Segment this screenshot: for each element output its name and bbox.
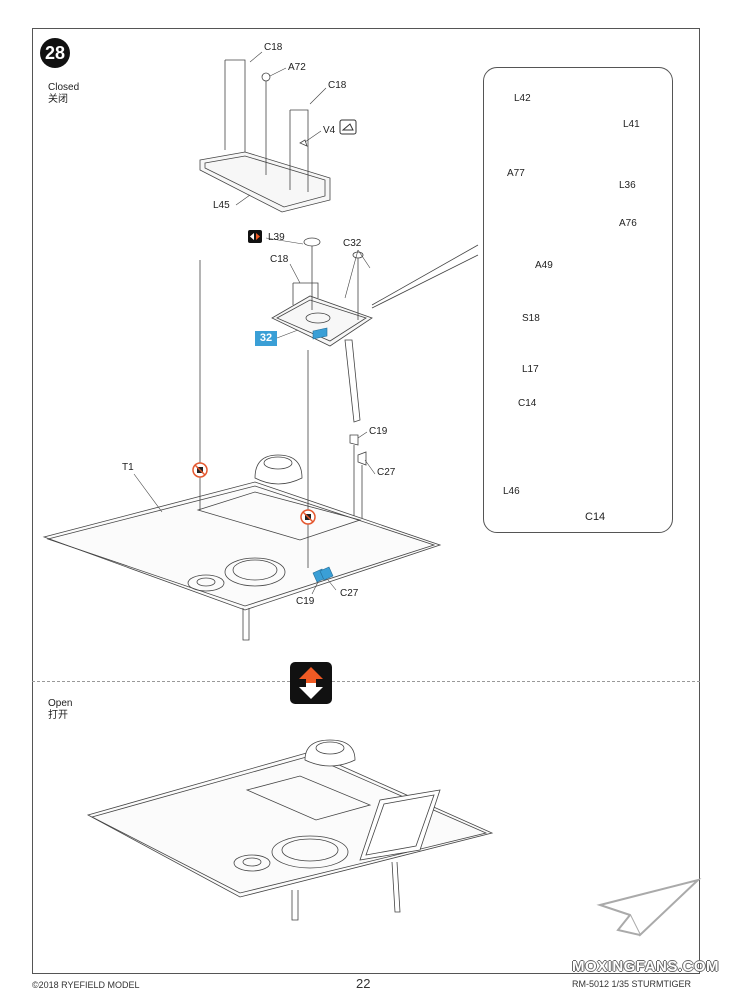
part-label-v4: V4 [323, 125, 336, 136]
part-label-l42: L42 [514, 93, 531, 104]
open-label-en: Open [48, 698, 73, 709]
paper-plane-icon [596, 878, 702, 937]
part-label-c14-loose: C14 [518, 398, 537, 409]
part-label-c27-upper: C27 [377, 467, 396, 478]
watermark-text: MOXINGFANS.COM [572, 958, 720, 975]
part-label-t1: T1 [122, 462, 134, 473]
footer-kit-info: RM-5012 1/35 STURMTIGER [572, 979, 692, 989]
hull-plate-open [86, 739, 494, 921]
part-label-l41: L41 [623, 119, 640, 130]
page-frame [32, 28, 700, 974]
part-label-l17: L17 [522, 364, 539, 375]
part-label-l39: L39 [268, 232, 285, 243]
closed-label: Closed 关闭 [48, 82, 79, 106]
hull-plate-t1 [42, 260, 442, 641]
open-label: Open 打开 [48, 698, 72, 722]
part-label-c32: C32 [343, 238, 362, 249]
part-label-l36: L36 [619, 180, 636, 191]
part-label-a77: A77 [507, 168, 525, 179]
part-label-s18: S18 [522, 313, 540, 324]
highlight-part-c27 [319, 566, 334, 581]
part-label-l45: L45 [213, 200, 230, 211]
hatch-sub-assembly [271, 237, 479, 423]
part-label-a49: A49 [535, 260, 553, 271]
step-number-badge: 28 [40, 38, 70, 68]
closed-label-zh: 关闭 [48, 94, 68, 105]
part-label-a72: A72 [288, 62, 306, 73]
page-number: 22 [356, 976, 371, 991]
highlight-part-c32 [312, 327, 328, 340]
part-label-a76: A76 [619, 218, 637, 229]
part-label-l46: L46 [503, 486, 520, 497]
part-label-c18-top-right: C18 [328, 80, 347, 91]
sanding-icon [339, 119, 357, 135]
closed-label-en: Closed [48, 82, 80, 93]
section-divider [32, 681, 700, 682]
open-label-zh: 打开 [48, 710, 68, 721]
option-arrow-icon [248, 230, 262, 243]
part-label-c19-lower: C19 [296, 596, 315, 607]
footer-copyright: ©2018 RYEFIELD MODEL [32, 980, 140, 990]
detail-inset [483, 67, 673, 533]
sub-assembly-badge: 32 [255, 331, 277, 346]
part-label-c19-upper: C19 [369, 426, 388, 437]
part-label-c18-top-left: C18 [264, 42, 283, 53]
open-close-arrow-icon [290, 662, 332, 704]
part-label-c18-hatch: C18 [270, 254, 289, 265]
part-label-c14-highlight: C14 [585, 511, 606, 523]
part-label-c27-lower: C27 [340, 588, 359, 599]
hatch-frame-l45 [199, 59, 331, 213]
